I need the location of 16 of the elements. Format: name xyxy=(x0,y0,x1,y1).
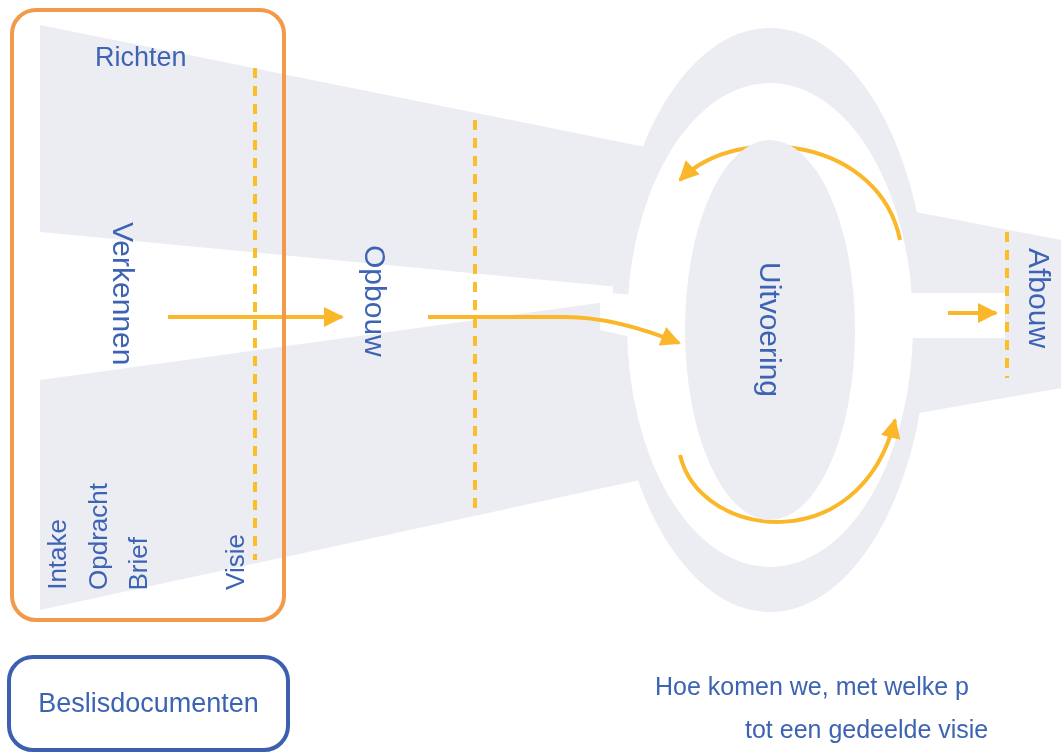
arrow xyxy=(168,307,344,327)
arrow xyxy=(428,315,681,346)
arrow xyxy=(948,303,998,323)
label-text: tot een gedeelde visie xyxy=(745,717,989,742)
label-text: Brief xyxy=(125,536,151,590)
label-text: Richten xyxy=(95,44,187,71)
label-text: Visie xyxy=(222,534,248,590)
label-text: Intake xyxy=(44,519,70,590)
group-frame xyxy=(10,8,286,622)
label-text: Hoe komen we, met welke p xyxy=(655,674,970,699)
phase-label: Verkennen xyxy=(108,222,138,366)
label-text: Opdracht xyxy=(85,483,111,590)
phase-label: Uitvoering xyxy=(755,262,785,398)
legend-box: Beslisdocumenten xyxy=(7,655,290,752)
phase-label: Afbouw xyxy=(1024,248,1054,349)
phase-label: Opbouw xyxy=(360,245,390,357)
